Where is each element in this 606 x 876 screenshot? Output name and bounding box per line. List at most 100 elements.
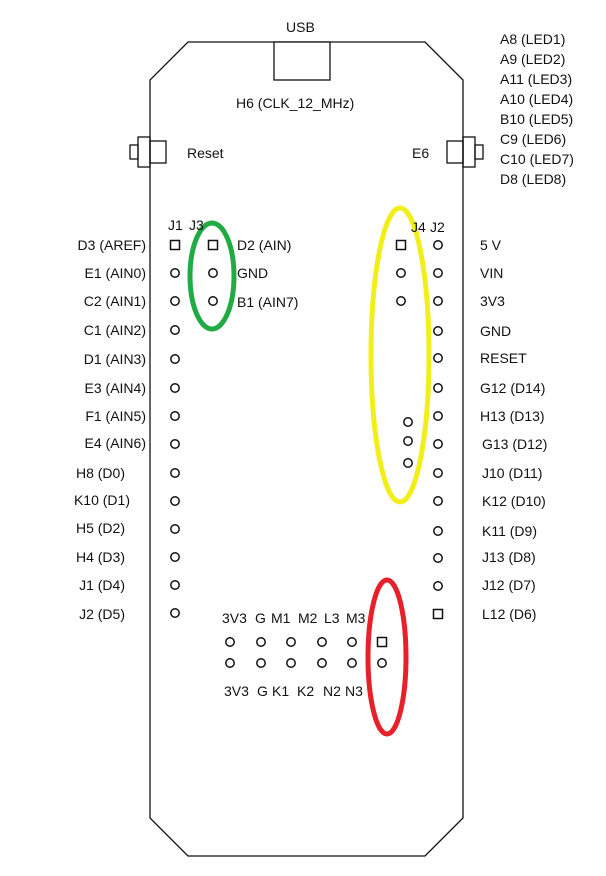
- left-pin-label: C1 (AIN2): [83, 322, 146, 338]
- left-pin-label: E3 (AIN4): [84, 380, 146, 396]
- j2-pin: [433, 496, 443, 506]
- left-pin-label: D3 (AREF): [77, 237, 146, 253]
- bottom-bottom-pin-label: K1: [272, 683, 290, 699]
- left-pin-label: C2 (AIN1): [83, 293, 146, 309]
- icsp-pin: [403, 458, 413, 468]
- j1-pin: [170, 325, 180, 335]
- left-pin-label: K10 (D1): [73, 492, 130, 508]
- bottom-header-pin: [286, 637, 296, 647]
- j2-pin: [433, 411, 443, 421]
- bottom-top-pin-label: 3V3: [222, 610, 247, 626]
- bottom-top-pin-label: M2: [298, 610, 318, 626]
- led-label: C10 (LED7): [500, 151, 574, 167]
- j2-pin: [433, 468, 443, 478]
- bottom-header-pin: [225, 637, 235, 647]
- left-pin-label: F1 (AIN5): [85, 408, 146, 424]
- j2-pin: [433, 353, 443, 363]
- right-pin-label: GND: [480, 323, 512, 339]
- bottom-header-pin: [377, 658, 387, 668]
- j1-pin: [170, 296, 180, 306]
- board-outline: [149, 41, 464, 857]
- usb-label: USB: [286, 19, 315, 35]
- j3-pin: [208, 268, 218, 278]
- bottom-header-pin: [256, 637, 266, 647]
- e6-label: E6: [412, 145, 430, 161]
- j1-pin: [170, 552, 180, 562]
- led-label: D8 (LED8): [500, 171, 567, 187]
- j3-pin-label: B1 (AIN7): [237, 294, 299, 310]
- left-pin-label: H4 (D3): [75, 549, 125, 565]
- right-pin-label: 3V3: [480, 293, 505, 309]
- yellow-highlight: [368, 205, 432, 505]
- j3-pin: [208, 296, 218, 306]
- j1-pin: [170, 383, 180, 393]
- red-highlight: [365, 577, 409, 737]
- bottom-bottom-pin-label: 3V3: [224, 683, 249, 699]
- right-pin-label: K12 (D10): [482, 493, 546, 509]
- j2-pin: [433, 581, 443, 591]
- bottom-header-pin: [256, 658, 266, 668]
- bottom-top-pin-label: M1: [271, 610, 291, 626]
- j2-header-label: J2: [430, 219, 445, 235]
- bottom-header-pin: [347, 658, 357, 668]
- j3-pin-label: D2 (AIN): [237, 237, 292, 253]
- j2-pin: [433, 240, 443, 250]
- j1-pin: [170, 439, 180, 449]
- j1-pin: [170, 608, 180, 618]
- left-pin-label: J1 (D4): [79, 577, 125, 593]
- left-pin-label: D1 (AIN3): [83, 351, 146, 367]
- reset-button: [129, 136, 167, 168]
- bottom-header-pin: [376, 636, 388, 648]
- j4-pin: [396, 268, 406, 278]
- j1-pin: [170, 411, 180, 421]
- right-pin-label: K11 (D9): [482, 523, 537, 539]
- reset-label: Reset: [187, 145, 224, 161]
- led-label: A8 (LED1): [500, 31, 566, 47]
- j4-pin: [396, 296, 406, 306]
- j2-pin: [433, 296, 443, 306]
- j4-header-label: J4: [411, 219, 426, 235]
- left-pin-label: E1 (AIN0): [84, 265, 146, 281]
- led-label: A11 (LED3): [500, 71, 573, 87]
- bottom-header-pin: [347, 637, 357, 647]
- right-pin-label: H13 (D13): [480, 408, 545, 424]
- bottom-header-pin: [317, 637, 327, 647]
- right-pin-label: J13 (D8): [482, 549, 536, 565]
- right-pin-label: G13 (D12): [482, 436, 548, 452]
- bottom-top-pin-label: L3: [324, 610, 340, 626]
- green-highlight: [187, 220, 237, 332]
- right-pin-label: G12 (D14): [480, 380, 546, 396]
- right-pin-label: J12 (D7): [482, 577, 536, 593]
- left-pin-label: E4 (AIN6): [84, 435, 146, 451]
- j1-pin: [170, 268, 180, 278]
- right-pin-label: L12 (D6): [482, 606, 537, 622]
- left-pin-label: J2 (D5): [79, 606, 125, 622]
- j2-pin: [433, 326, 443, 336]
- j1-pin: [170, 580, 180, 590]
- led-label: A9 (LED2): [500, 51, 566, 67]
- j3-pin: [207, 239, 219, 251]
- j1-pin: [170, 354, 180, 364]
- icsp-pin: [403, 417, 413, 427]
- right-pin-label: VIN: [480, 265, 504, 281]
- bottom-bottom-pin-label: K2: [297, 683, 315, 699]
- j4-pin: [395, 239, 407, 251]
- bottom-header-pin: [286, 658, 296, 668]
- j2-pin: [433, 553, 443, 563]
- led-label: C9 (LED6): [500, 131, 567, 147]
- clock-label: H6 (CLK_12_MHz): [236, 95, 355, 111]
- left-pin-label: H8 (D0): [75, 465, 125, 481]
- bottom-bottom-pin-label: N3: [345, 683, 363, 699]
- bottom-header-pin: [225, 658, 235, 668]
- j1-pin: [170, 524, 180, 534]
- j2-pin: [433, 439, 443, 449]
- bottom-top-pin-label: G: [255, 610, 266, 626]
- j2-pin: [433, 383, 443, 393]
- j3-header-label: J3: [189, 217, 204, 233]
- led-label: A10 (LED4): [500, 91, 574, 107]
- right-pin-label: RESET: [480, 350, 527, 366]
- bottom-header-pin: [317, 658, 327, 668]
- j2-pin: [432, 608, 444, 620]
- j1-header-label: J1: [168, 217, 183, 233]
- bottom-top-pin-label: M3: [346, 610, 366, 626]
